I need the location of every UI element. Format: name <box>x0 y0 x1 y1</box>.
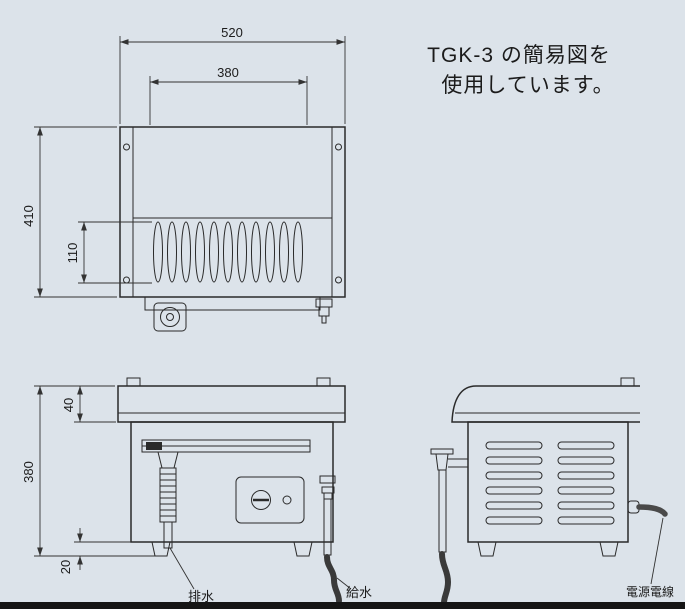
side-top-plate <box>451 385 640 423</box>
front-body <box>130 421 334 543</box>
drain-leader-line <box>169 547 195 590</box>
front-view <box>117 377 346 604</box>
plan-control-knob <box>153 302 187 332</box>
dim-label-overall-depth: 410 <box>21 205 36 227</box>
front-top-tab-left <box>126 377 141 387</box>
front-dimensions: 40 380 20 <box>21 385 155 574</box>
dim-label-top-height: 40 <box>61 398 76 412</box>
side-foot-right <box>599 541 619 557</box>
photo-edge <box>0 602 685 609</box>
front-foot-right <box>293 541 313 557</box>
front-top-plate <box>117 385 346 423</box>
dim-label-burner-depth: 110 <box>65 243 80 264</box>
dim-label-overall-height: 380 <box>21 461 36 483</box>
screw-icon <box>123 276 130 284</box>
power-cable <box>627 500 668 517</box>
plan-water-fitting <box>315 298 333 324</box>
water-supply-pipe <box>319 475 342 604</box>
plan-outline <box>119 126 346 298</box>
power-cable-leader-line <box>650 517 664 585</box>
drain-label: 排水 <box>188 589 214 604</box>
plan-dimensions: 520 380 410 110 <box>21 25 346 298</box>
dim-label-overall-width: 520 <box>221 25 243 40</box>
plan-base-plate <box>144 296 321 311</box>
drain-pipe <box>157 451 179 549</box>
pilot-indicator-icon <box>282 495 292 505</box>
note-line-2: 使用しています。 <box>441 74 614 97</box>
dim-label-leg-height: 20 <box>58 560 73 574</box>
supply-leader-line <box>336 577 352 590</box>
front-foot-left <box>151 541 171 557</box>
side-water-valve <box>430 448 468 606</box>
water-supply-label: 給水 <box>346 585 372 600</box>
front-top-tab-right <box>316 377 331 387</box>
plan-view <box>119 126 346 332</box>
note-line-1: TGK-3 の簡易図を <box>427 44 611 67</box>
front-callouts: 排水 給水 <box>169 547 372 604</box>
control-panel <box>235 476 305 524</box>
screw-icon <box>335 143 342 151</box>
note-text: TGK-3 の簡易図を 使用しています。 <box>427 44 614 97</box>
side-view: 電源電線 <box>430 377 674 606</box>
side-top-tab <box>620 377 635 387</box>
burner-elements <box>153 221 303 283</box>
grease-tray <box>141 439 311 453</box>
louver-vents <box>485 441 615 525</box>
side-body <box>467 421 629 543</box>
side-foot-left <box>477 541 497 557</box>
screw-icon <box>123 143 130 151</box>
power-cable-label: 電源電線 <box>626 584 674 599</box>
burner-knob-icon <box>251 490 271 510</box>
dim-label-inner-width: 380 <box>217 65 239 80</box>
screw-icon <box>335 276 342 284</box>
